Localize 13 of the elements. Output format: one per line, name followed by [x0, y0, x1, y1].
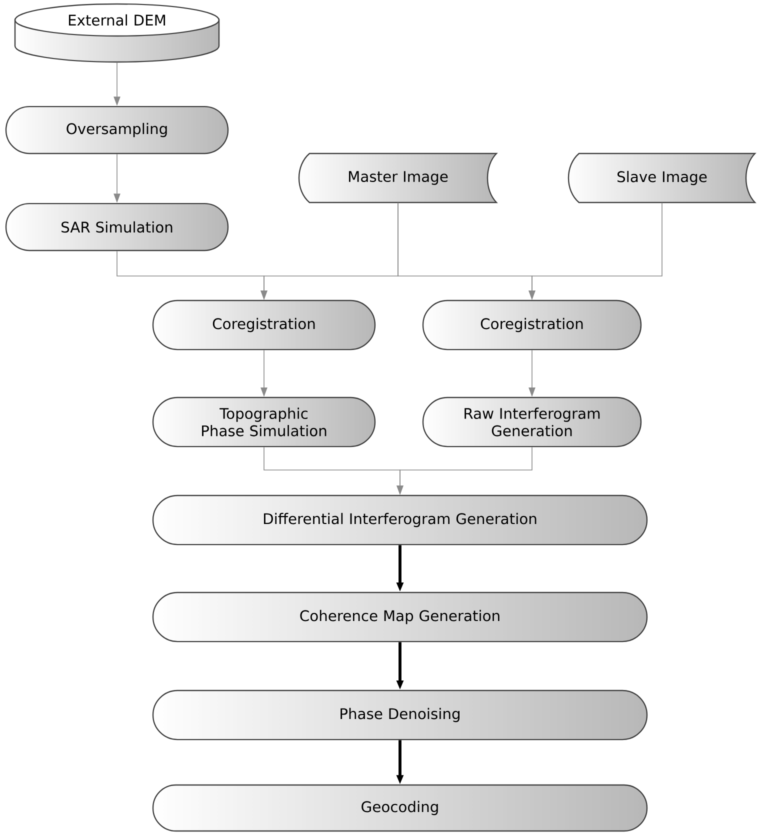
process-box: Oversampling — [5, 106, 229, 154]
process-box: Raw Interferogram Generation — [422, 396, 642, 448]
database-disk: External DEM — [14, 3, 220, 63]
process-box: Coregistration — [422, 300, 642, 350]
process-box: Coregistration — [152, 300, 376, 350]
process-box: SAR Simulation — [5, 202, 229, 252]
process-box: Differential Interferogram Generation — [152, 494, 648, 546]
process-box: Topographic Phase Simulation — [152, 396, 376, 448]
process-box: Geocoding — [152, 784, 648, 832]
process-box: Coherence Map Generation — [152, 592, 648, 642]
stored-data-box: Master Image — [298, 152, 498, 204]
stored-data-box: Slave Image — [568, 152, 756, 204]
process-box: Phase Denoising — [152, 690, 648, 740]
